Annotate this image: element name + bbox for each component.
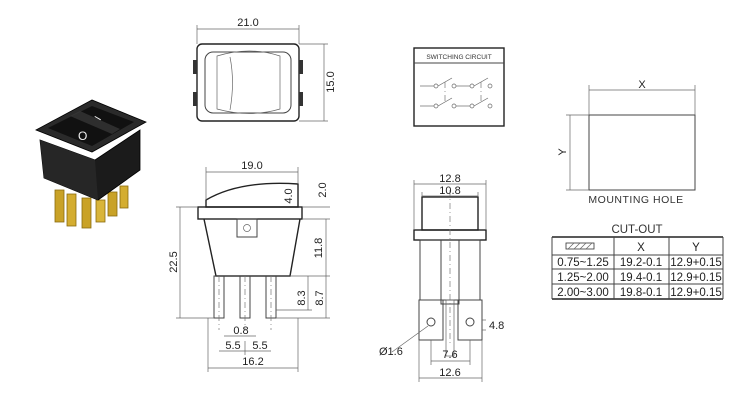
panel-thickness-icon xyxy=(565,242,595,250)
rocker xyxy=(48,106,134,146)
body-height-dim: 11.8 xyxy=(313,238,325,259)
product-photo: O I xyxy=(35,99,147,229)
cutout-row-1-y: 12.9+0.15 xyxy=(670,257,721,269)
cutout-table: CUT-OUT X Y 0.75~1.25 19.2-0.1 12.9+0.15… xyxy=(551,224,724,300)
cutout-row-2-thickness: 1.25~2.00 xyxy=(557,272,608,284)
pin-width-dim: 0.8 xyxy=(233,325,248,337)
pitch-1-dim: 5.5 xyxy=(225,340,240,352)
cutout-row-1-thickness: 0.75~1.25 xyxy=(557,257,608,269)
mounting-y-label: Y xyxy=(557,148,569,156)
cutout-row-2-y: 12.9+0.15 xyxy=(670,272,721,284)
front-view: 12.8 10.8 Ø1.6 4.8 7.6 12.6 xyxy=(379,173,504,382)
cutout-header-x: X xyxy=(637,242,645,254)
side-pins xyxy=(213,275,277,330)
hole-diameter-dim: Ø1.6 xyxy=(379,346,403,358)
front-inner-width-dim: 10.8 xyxy=(439,185,460,197)
flange-dim: 2.0 xyxy=(317,182,329,197)
side-view: 19.0 4.0 2.0 22.5 11.8 8.3 8.7 0.8 5.5 5… xyxy=(168,160,330,372)
switching-circuit: SWITCHING CIRCUIT xyxy=(413,47,505,127)
top-view: 21.0 15.0 xyxy=(193,17,337,122)
pin-length-b-dim: 8.7 xyxy=(314,290,326,305)
rocker-off-mark: O xyxy=(78,129,87,143)
front-top-width-dim: 12.8 xyxy=(439,173,460,185)
top-height-dim: 15.0 xyxy=(325,71,337,92)
cutout-row-3-y: 12.9+0.15 xyxy=(670,287,721,299)
pin-length-a-dim: 8.3 xyxy=(296,290,308,305)
mounting-hole: X Y MOUNTING HOLE xyxy=(557,79,696,206)
pin-pitch-dim: 7.6 xyxy=(442,349,457,361)
mounting-x-label: X xyxy=(638,79,646,91)
cutout-row-1-x: 19.2-0.1 xyxy=(620,257,662,269)
side-bottom-width-dim: 16.2 xyxy=(242,356,263,368)
cutout-row-2-x: 19.4-0.1 xyxy=(620,272,662,284)
rocker-height-dim: 4.0 xyxy=(283,188,295,203)
top-width-dim: 21.0 xyxy=(237,17,258,29)
front-bottom-width-dim: 12.6 xyxy=(439,367,460,379)
cutout-row-3-x: 19.8-0.1 xyxy=(620,287,662,299)
circuit-title: SWITCHING CIRCUIT xyxy=(426,54,491,61)
rocker-on-mark: I xyxy=(93,115,104,123)
cutout-title: CUT-OUT xyxy=(611,224,662,236)
cutout-header-y: Y xyxy=(692,242,700,254)
total-height-dim: 22.5 xyxy=(168,251,180,272)
cutout-row-3-thickness: 2.00~3.00 xyxy=(557,287,608,299)
mounting-caption: MOUNTING HOLE xyxy=(588,194,683,206)
gold-terminals xyxy=(54,185,129,229)
tab-width-dim: 4.8 xyxy=(489,320,504,332)
pitch-2-dim: 5.5 xyxy=(252,340,267,352)
side-top-width-dim: 19.0 xyxy=(241,160,262,172)
